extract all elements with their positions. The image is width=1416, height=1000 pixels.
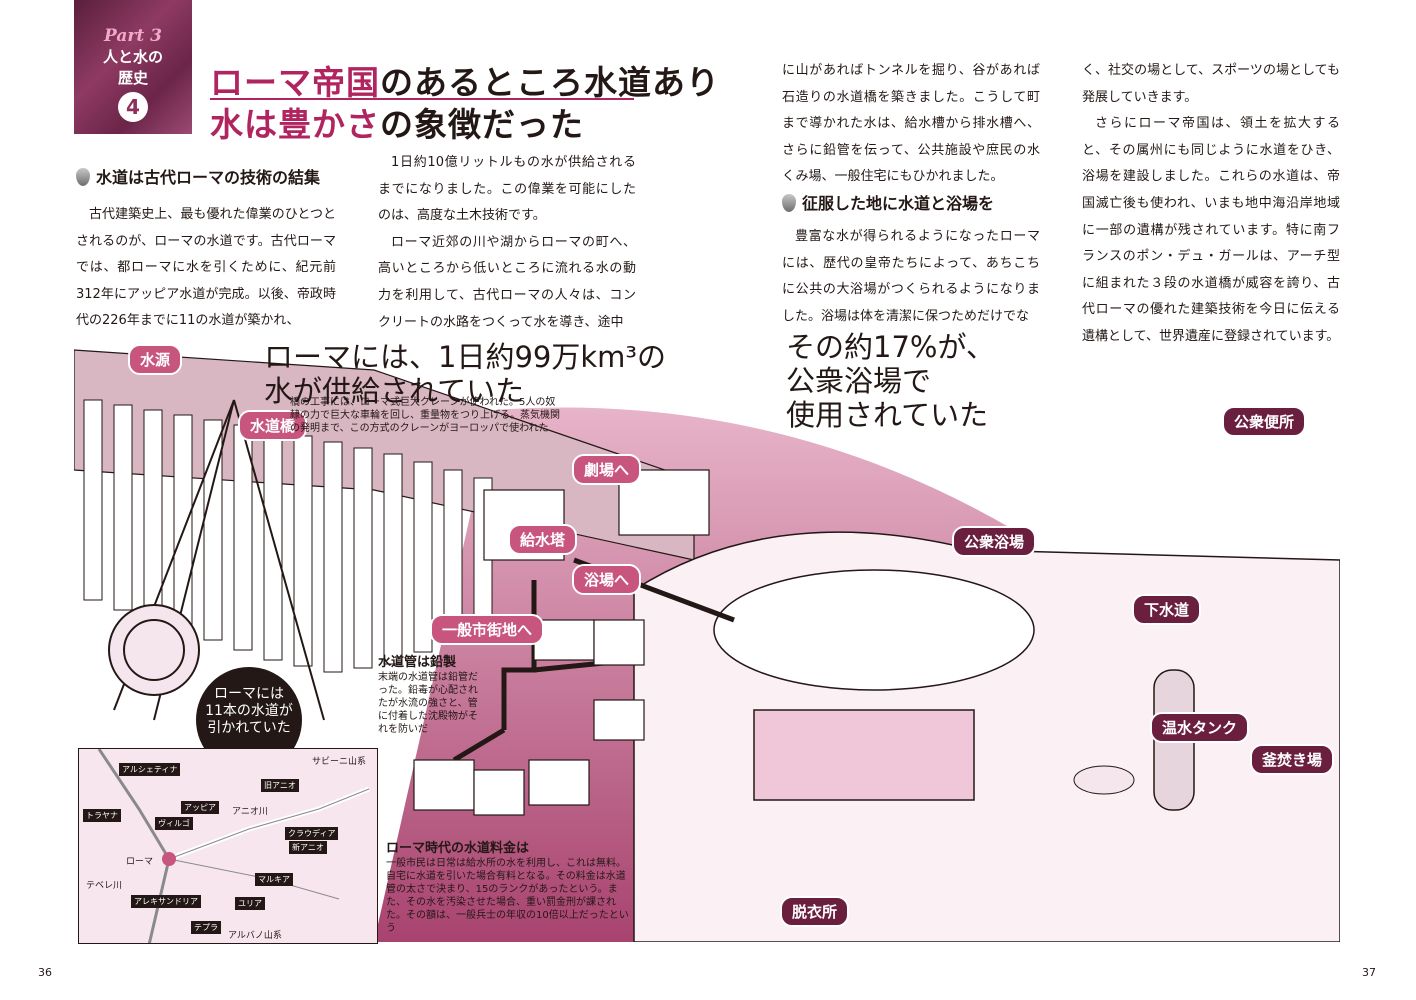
part-subtitle-2: 歴史 bbox=[117, 69, 148, 87]
callout-right-line3: 使用されていた bbox=[786, 398, 989, 432]
page-title-line2: 水は豊かさの象徴だった bbox=[210, 98, 584, 146]
page-number-right: 37 bbox=[1362, 966, 1376, 979]
aqueduct-map: サビーニ山系 アルシェティナ トラヤナ アッピア ヴィルゴ 旧アニオ アニオ川 … bbox=[78, 748, 378, 944]
water-drop-icon bbox=[782, 194, 796, 212]
map-roma: ローマ bbox=[126, 857, 154, 867]
part-number: 4 bbox=[118, 92, 148, 122]
crane-note: 橋の工事には、ローマ式巨大クレーンが使われた。5人の奴隷の力で巨大な車輪を回し、… bbox=[290, 397, 560, 434]
callout-right: その約17%が、 公衆浴場で 使用されていた bbox=[786, 330, 995, 432]
circle-note-line3: 引かれていた bbox=[207, 720, 291, 736]
pipe-note-heading: 水道管は鉛製 bbox=[378, 655, 457, 670]
tag-aqueduct-bridge: 水道橋 bbox=[238, 410, 308, 441]
title-highlight-2: 水は豊かさ bbox=[210, 105, 380, 144]
water-drop-icon bbox=[76, 168, 90, 186]
text-column-1: 古代建築史上、最も優れた偉業のひとつとされるのが、ローマの水道です。古代ローマで… bbox=[76, 202, 336, 335]
map-sabini: サビーニ山系 bbox=[312, 757, 367, 767]
bath-pool bbox=[713, 569, 1035, 691]
boiler bbox=[1073, 765, 1135, 795]
tag-to-theater: 劇場へ bbox=[572, 454, 642, 485]
part-label: Part 3 bbox=[104, 26, 162, 46]
tag-public-toilet: 公衆便所 bbox=[1222, 406, 1307, 437]
paragraph: 1日約10億リットルもの水が供給されるまでになりました。この偉業を可能にしたのは… bbox=[378, 155, 636, 224]
tag-water-source: 水源 bbox=[128, 344, 183, 375]
fee-note: ローマ時代の水道料金は 一般市民は日常は給水所の水を利用し、これは無料。自宅に水… bbox=[386, 840, 634, 935]
text-column-3b: 豊富な水が得られるようになったローマには、歴代の皇帝たちによって、あちこちに公共… bbox=[782, 224, 1040, 330]
fee-note-body: 一般市民は日常は給水所の水を利用し、これは無料。自宅に水道を引いた場合有料となる… bbox=[386, 858, 629, 934]
paragraph: さらにローマ帝国は、領土を拡大すると、その属州にも同じように水道をひき、浴場を建… bbox=[1082, 116, 1340, 344]
title-highlight-1: ローマ帝国 bbox=[210, 63, 380, 102]
map-alexandrina: アレキサンドリア bbox=[131, 895, 201, 908]
text-column-4: く、社交の場として、スポーツの場としても発展していきます。 さらにローマ帝国は、… bbox=[1082, 58, 1340, 351]
section-heading-2: 征服した地に水道と浴場を bbox=[782, 190, 994, 214]
aqueduct-arches bbox=[83, 399, 493, 673]
page-title-line1: ローマ帝国のあるところ水道あり bbox=[210, 56, 720, 104]
tag-hot-water-tank: 温水タンク bbox=[1150, 712, 1250, 743]
section-heading-2-text: 征服した地に水道と浴場を bbox=[802, 194, 995, 213]
map-anio-novus: 新アニオ bbox=[289, 841, 327, 854]
map-lines bbox=[97, 749, 370, 943]
fee-note-heading: ローマ時代の水道料金は bbox=[386, 841, 530, 856]
callout-right-line2: 公衆浴場で bbox=[786, 364, 932, 398]
map-marcia: マルキア bbox=[255, 873, 293, 886]
map-traiana: トラヤナ bbox=[83, 809, 121, 822]
text-column-2: 1日約10億リットルもの水が供給されるまでになりました。この偉業を可能にしたのは… bbox=[378, 150, 636, 336]
bath-hall bbox=[753, 709, 975, 801]
paragraph: ローマ近郊の川や湖からローマの町へ、高いところから低いところに流れる水の動力を利… bbox=[378, 234, 636, 330]
crane bbox=[108, 399, 325, 721]
title-rule bbox=[210, 98, 634, 100]
map-tevere: テベレ川 bbox=[86, 881, 123, 891]
section-heading-1: 水道は古代ローマの技術の結集 bbox=[76, 164, 320, 188]
tag-water-tower: 給水塔 bbox=[508, 524, 578, 555]
map-arsietina: アルシェティナ bbox=[119, 763, 181, 776]
tag-to-city: 一般市街地へ bbox=[430, 614, 545, 645]
map-virgo: ヴィルゴ bbox=[155, 817, 193, 830]
tag-sewer: 下水道 bbox=[1132, 594, 1202, 625]
text-column-3: に山があればトンネルを掘り、谷があれば石造りの水道橋を築きました。こうして町まで… bbox=[782, 58, 1040, 191]
title-rest-2: の象徴だった bbox=[380, 105, 584, 144]
paragraph: 豊富な水が得られるようになったローマには、歴代の皇帝たちによって、あちこちに公共… bbox=[782, 229, 1040, 324]
part-subtitle-1: 人と水の bbox=[102, 48, 163, 66]
title-rest-1: のあるところ水道あり bbox=[380, 63, 720, 102]
circle-note-line1: ローマには bbox=[214, 686, 284, 702]
callout-left: ローマには、1日約99万km³の 水が供給されていた bbox=[264, 340, 666, 408]
paragraph: 古代建築史上、最も優れた偉業のひとつとされるのが、ローマの水道です。古代ローマで… bbox=[76, 207, 336, 329]
pipe-note: 水道管は鉛製 末端の水道管は鉛管だった。鉛毒が心配されたが水流の強さと、管に付着… bbox=[378, 654, 486, 736]
paragraph: に山があればトンネルを掘り、谷があれば石造りの水道橋を築きました。こうして町まで… bbox=[782, 63, 1040, 185]
map-julia: ユリア bbox=[235, 897, 265, 910]
callout-right-line1: その約17%が、 bbox=[786, 330, 995, 364]
page-number-left: 36 bbox=[38, 966, 52, 979]
map-alban: アルバノ山系 bbox=[228, 931, 282, 941]
map-tepula: テプラ bbox=[191, 921, 221, 934]
tag-public-bath: 公衆浴場 bbox=[952, 526, 1037, 557]
callout-left-line1: ローマには、1日約99万km³の bbox=[264, 340, 667, 374]
tag-boiler-room: 釜焚き場 bbox=[1250, 744, 1335, 775]
pipe-note-body: 末端の水道管は鉛管だった。鉛毒が心配されたが水流の強さと、管に付着した沈殿物がそ… bbox=[378, 672, 478, 735]
map-claudia: クラウディア bbox=[285, 827, 339, 840]
section-heading-1-text: 水道は古代ローマの技術の結集 bbox=[96, 168, 321, 187]
circle-note-line2: 11本の水道が bbox=[205, 703, 293, 719]
callout-left-line2: 水が供給されていた bbox=[264, 374, 525, 408]
tag-changing-room: 脱衣所 bbox=[780, 896, 850, 927]
map-anio-vetus: 旧アニオ bbox=[261, 779, 299, 792]
tag-to-bath: 浴場へ bbox=[572, 564, 642, 595]
map-appia: アッピア bbox=[181, 801, 219, 814]
map-anio-river: アニオ川 bbox=[232, 807, 268, 817]
part-badge: Part 3 人と水の 歴史 4 bbox=[74, 0, 192, 134]
paragraph: く、社交の場として、スポーツの場としても発展していきます。 bbox=[1082, 63, 1340, 105]
